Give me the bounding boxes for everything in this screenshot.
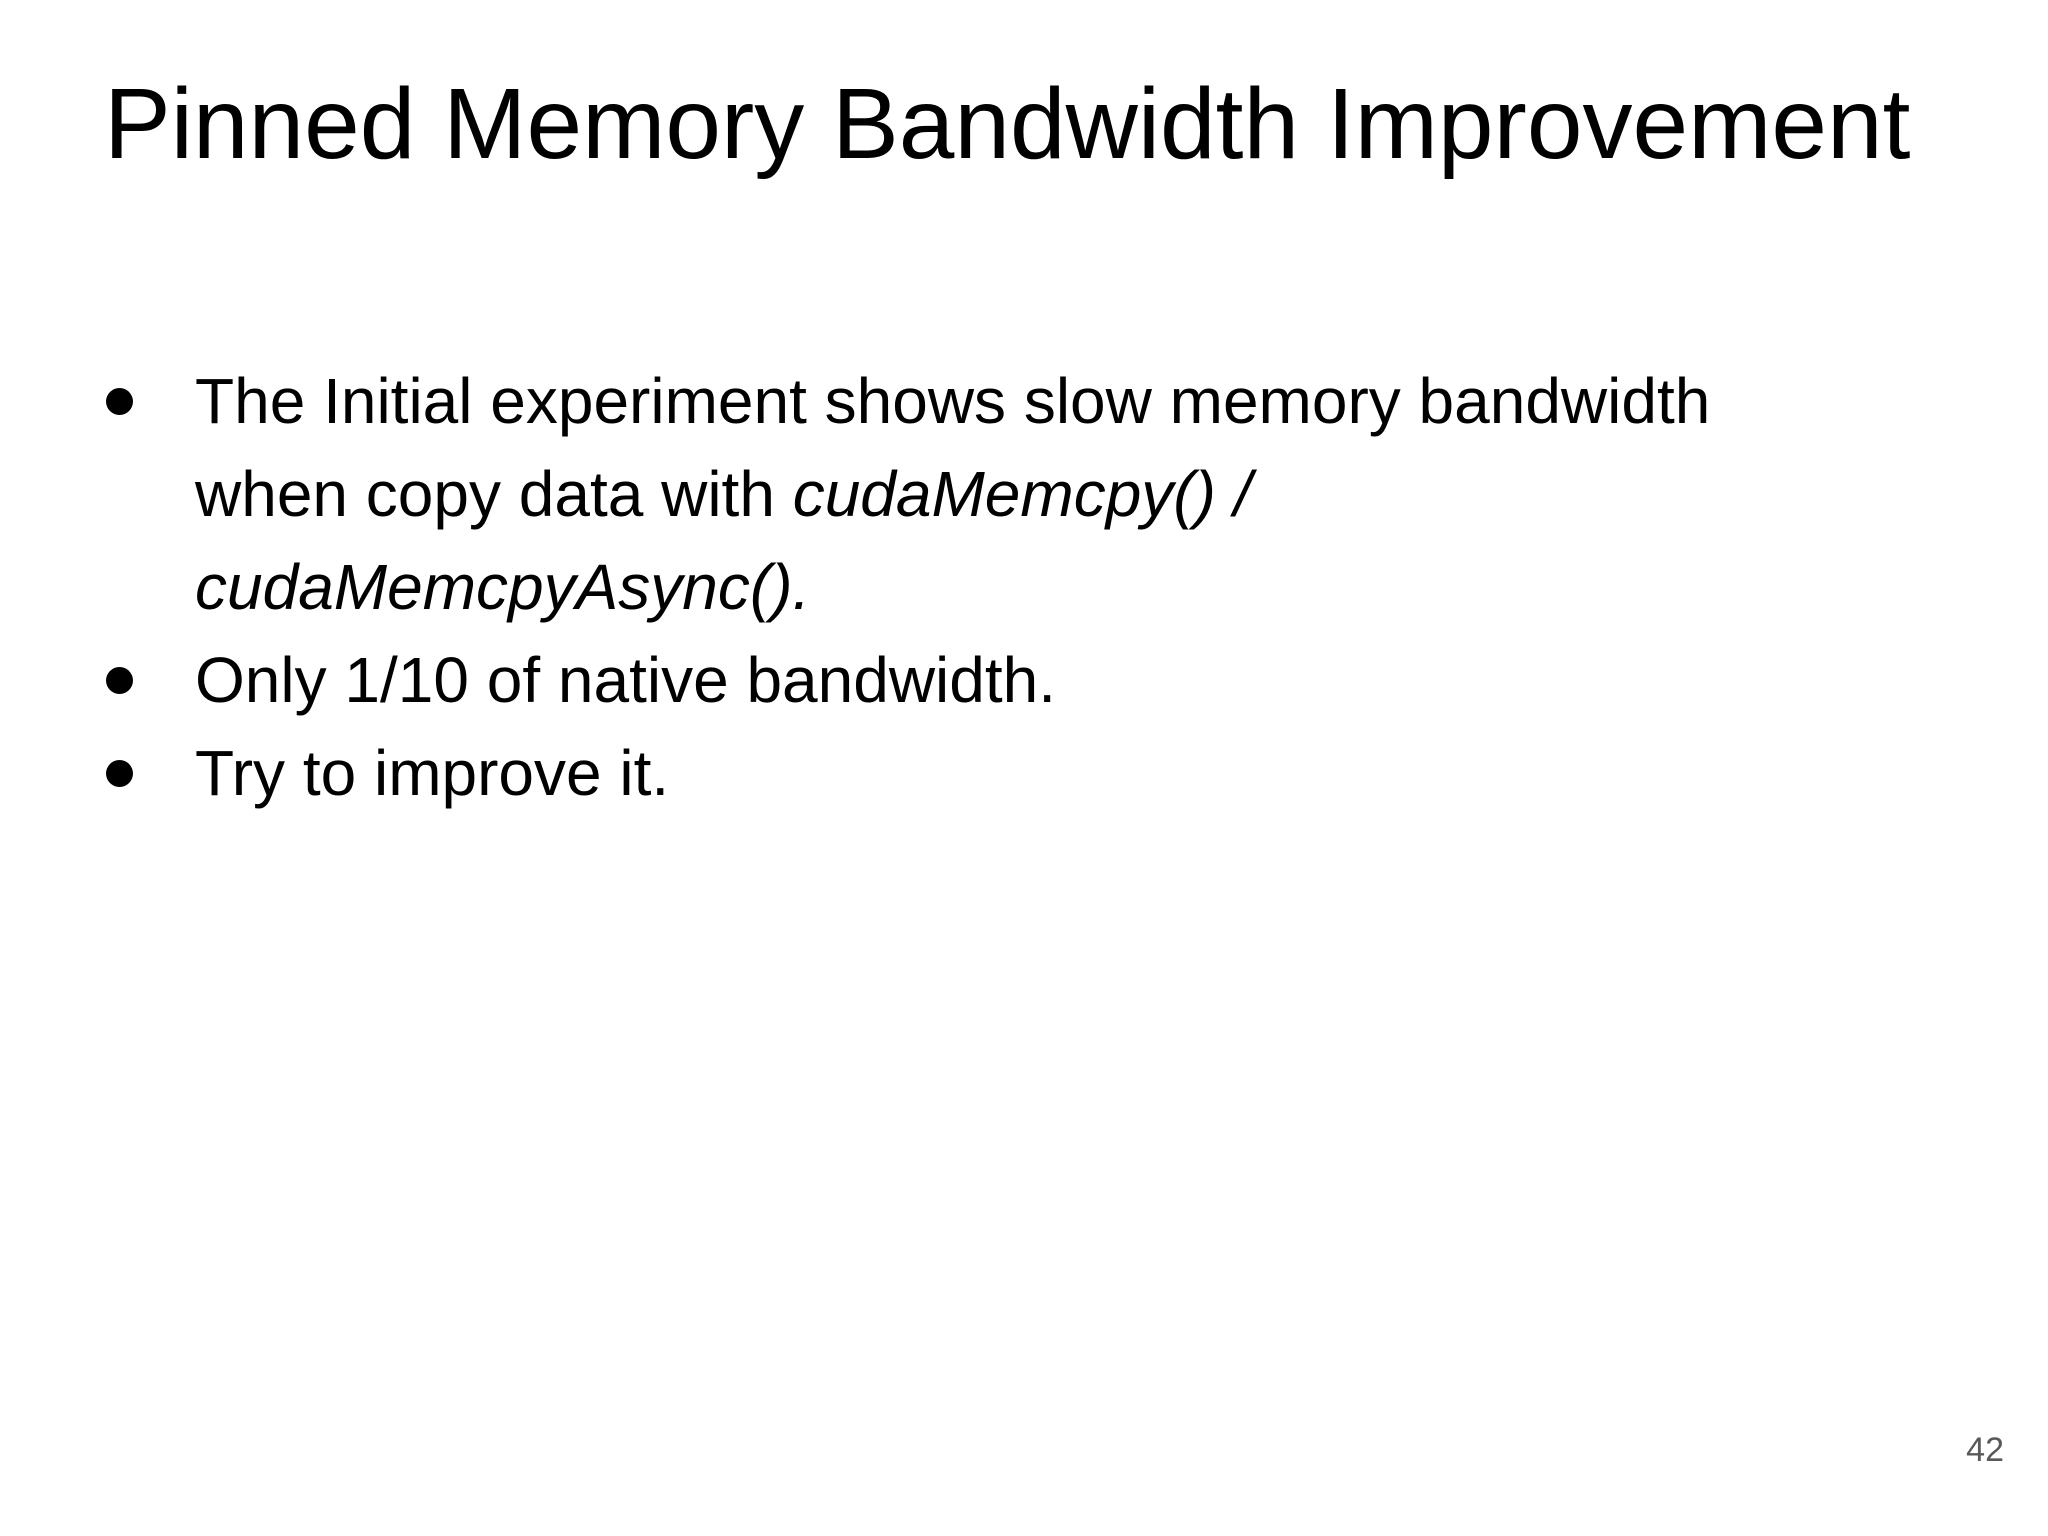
bullet-line: Only 1/10 of native bandwidth.	[195, 634, 2048, 727]
bullet-line: Try to improve it.	[195, 727, 2048, 820]
page-number: 42	[1966, 1431, 2004, 1469]
text-segment: cudaMemcpyAsync().	[195, 551, 811, 623]
text-segment: Only 1/10 of native bandwidth.	[195, 644, 1056, 716]
bullet-line: The Initial experiment shows slow memory…	[195, 355, 2048, 448]
text-segment: cudaMemcpy() /	[792, 458, 1252, 530]
bullet-line: when copy data with cudaMemcpy() /	[195, 448, 2048, 541]
bullet-item: Try to improve it.	[0, 727, 2048, 820]
bullet-list: The Initial experiment shows slow memory…	[0, 355, 2048, 820]
text-segment: when copy data with	[195, 458, 793, 530]
text-segment: The Initial experiment shows slow memory…	[195, 365, 1711, 437]
bullet-item: The Initial experiment shows slow memory…	[0, 355, 2048, 634]
text-segment: Try to improve it.	[195, 737, 670, 809]
bullet-line: cudaMemcpyAsync().	[195, 541, 2048, 634]
bullet-dot	[106, 760, 133, 787]
bullet-item: Only 1/10 of native bandwidth.	[0, 634, 2048, 727]
bullet-dot	[106, 667, 133, 694]
page-title: Pinned Memory Bandwidth Improvement	[104, 68, 1911, 180]
bullet-dot	[106, 388, 133, 415]
